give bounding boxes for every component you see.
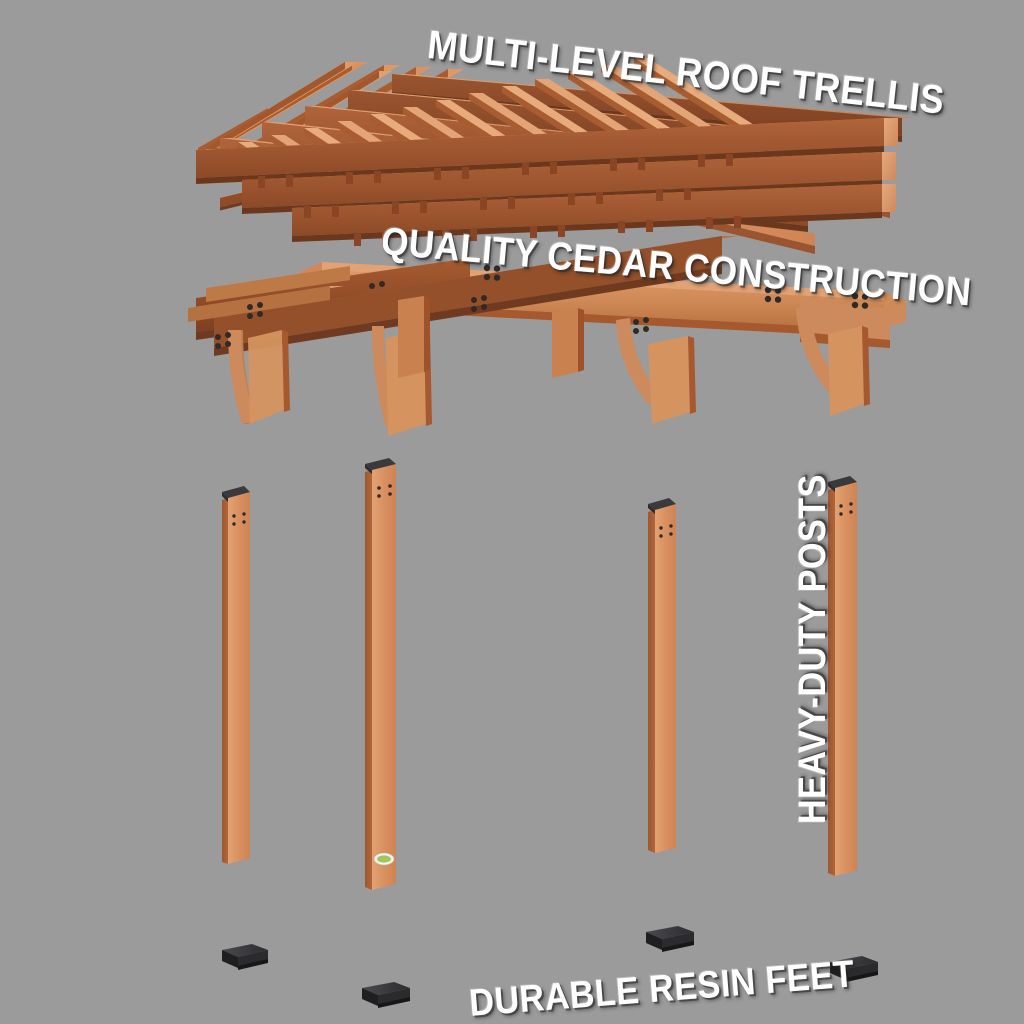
- trellis-detail: [196, 58, 915, 246]
- resin-feet-group: [222, 926, 878, 1008]
- post-group: [222, 458, 857, 890]
- beam-connector-plates: [398, 296, 584, 378]
- post-1: [222, 486, 250, 864]
- post-sticker: [373, 852, 395, 866]
- resin-foot-3: [646, 926, 694, 952]
- callout-heavy-duty-posts: HEAVY-DUTY POSTS: [792, 474, 834, 824]
- beam-assembly: [188, 236, 906, 436]
- post-2: [365, 458, 396, 890]
- left-beam-cluster: [188, 266, 364, 322]
- resin-foot-1: [222, 944, 268, 970]
- trellis-notch-teeth: [258, 154, 741, 246]
- knee-braces: [228, 306, 870, 436]
- resin-foot-4: [830, 956, 878, 982]
- resin-foot-2: [362, 982, 410, 1008]
- beam-bolts: [215, 264, 869, 349]
- post-4: [828, 476, 857, 876]
- center-cross-beam: [214, 236, 738, 356]
- post-3: [648, 498, 676, 853]
